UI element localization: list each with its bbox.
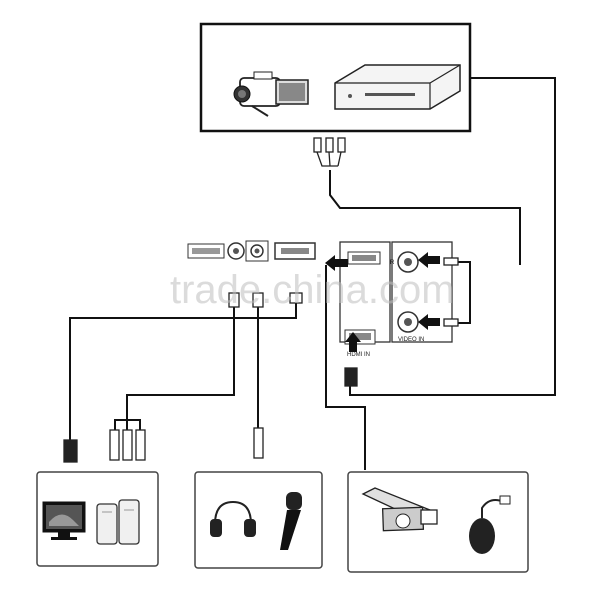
video-camera-icon	[233, 71, 309, 117]
r-audio-label: R	[390, 260, 395, 266]
hdmi-in-label: HDMI IN	[347, 352, 370, 358]
cable-usb	[325, 265, 366, 470]
plugs-down	[228, 292, 358, 387]
cable-rca-display-split	[114, 419, 141, 430]
cables	[69, 77, 556, 470]
microphone-icon	[280, 492, 302, 550]
cable-rca-source	[329, 170, 521, 265]
cable-dvd-right	[349, 77, 556, 396]
headphones-icon	[210, 500, 256, 537]
arrow-hdmi-icon	[325, 255, 348, 271]
arrow-r-audio-icon	[418, 252, 440, 268]
rca-plugs-source	[313, 137, 346, 167]
dvd-player-icon	[334, 64, 461, 110]
video-in-label: VIDEO IN	[398, 337, 424, 343]
cable-av-loop	[458, 261, 471, 324]
arrow-video-in-icon	[418, 314, 440, 330]
cable-hdmi-display	[69, 300, 297, 440]
monitor-icon	[42, 501, 86, 540]
watermark-text: trade.china.com	[170, 268, 455, 312]
arrow-hdmi-in-icon	[345, 332, 361, 352]
usb-flash-drive-icon	[361, 487, 438, 532]
mouse-icon	[469, 495, 511, 554]
usb-devices-box	[347, 471, 529, 573]
speakers-icon	[96, 499, 140, 545]
cable-rca-display	[126, 300, 235, 430]
left-port-panel	[187, 240, 316, 262]
display-plugs	[63, 427, 264, 463]
rca-plugs-right	[443, 257, 459, 327]
arrows	[325, 252, 440, 352]
